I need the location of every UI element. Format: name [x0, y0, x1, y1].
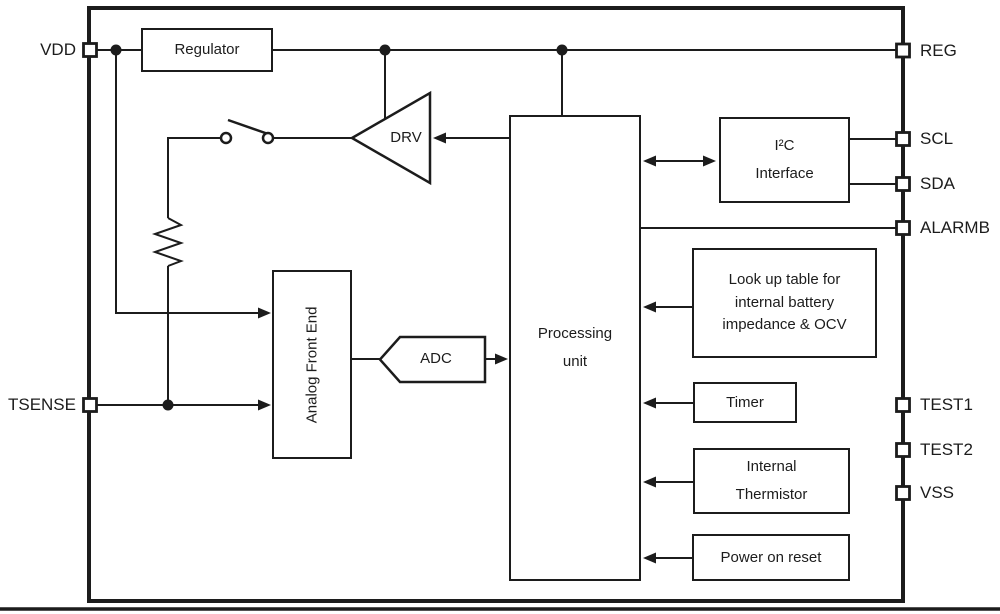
timer-block: Timer: [693, 382, 797, 423]
pin-pad-reg: [895, 42, 911, 59]
lookup-table-label: Look up table for internal battery imped…: [722, 271, 847, 334]
pin-label-scl: SCL: [920, 129, 954, 148]
analog-front-end-block: Analog Front End: [272, 270, 352, 459]
arrowhead-into-afe-top: [258, 307, 271, 319]
switch-lever: [227, 118, 272, 137]
switch-contact-left: [219, 131, 233, 145]
pin-label-test1: TEST1: [920, 395, 973, 414]
arrowhead-lut-to-pu: [643, 301, 656, 313]
arrowhead-por-to-pu: [643, 552, 656, 564]
switch-icon: [219, 118, 275, 145]
drv-label: DRV: [390, 129, 422, 146]
pin-label-vdd: VDD: [40, 40, 76, 59]
arrowhead-into-pu: [495, 353, 508, 365]
arrowhead-into-drv: [433, 132, 446, 144]
vdd-afe-branch-wire: [115, 50, 260, 314]
pin-label-tsense: TSENSE: [7, 395, 76, 414]
drv-buffer-shape: [349, 90, 432, 186]
i2c-interface-label: I²C Interface: [755, 137, 814, 182]
switch-contact-right: [261, 131, 275, 145]
pin-pad-vdd: [82, 42, 98, 58]
pin-label-reg: REG: [920, 41, 957, 60]
arrowhead-i2c-right: [703, 155, 716, 167]
processing-unit-block: Processing unit: [509, 115, 641, 581]
junction-dot: [162, 399, 174, 411]
junction-dot: [379, 44, 391, 56]
junction-dot: [556, 44, 568, 56]
regulator-block: Regulator: [141, 28, 273, 72]
resistor-icon: [151, 217, 185, 267]
pin-pad-alarmb: [895, 220, 911, 236]
arrowhead-into-afe-bottom: [258, 399, 271, 411]
adc-shape: [378, 335, 487, 384]
junction-dot: [110, 44, 122, 56]
power-on-reset-label: Power on reset: [720, 548, 822, 566]
pin-pad-test1: [895, 397, 911, 413]
pin-pad-vss: [895, 485, 911, 501]
pin-label-alarmb: ALARMB: [920, 218, 990, 237]
pin-pad-tsense: [82, 397, 98, 413]
i2c-interface-block: I²C Interface: [719, 117, 850, 203]
lookup-table-block: Look up table for internal battery imped…: [692, 248, 877, 358]
internal-thermistor-block: Internal Thermistor: [693, 448, 850, 514]
chip-boundary: [87, 6, 905, 603]
processing-unit-label: Processing unit: [537, 325, 613, 370]
analog-front-end-label: Analog Front End: [303, 306, 321, 423]
arrowhead-thermistor-to-pu: [643, 476, 656, 488]
pin-label-sda: SDA: [920, 174, 955, 193]
pin-pad-test2: [895, 442, 911, 458]
pin-label-vss: VSS: [920, 483, 955, 502]
pin-pad-sda: [895, 176, 911, 192]
arrowhead-i2c-left: [643, 155, 656, 167]
power-on-reset-block: Power on reset: [692, 534, 850, 581]
internal-thermistor-label: Internal Thermistor: [735, 458, 808, 503]
adc-label: ADC: [420, 350, 452, 367]
pin-label-test2: TEST2: [920, 440, 973, 459]
pin-pad-scl: [895, 131, 911, 147]
arrowhead-timer-to-pu: [643, 397, 656, 409]
regulator-label: Regulator: [174, 41, 240, 59]
timer-label: Timer: [726, 393, 764, 411]
thermistor-branch-wire: [167, 137, 221, 405]
